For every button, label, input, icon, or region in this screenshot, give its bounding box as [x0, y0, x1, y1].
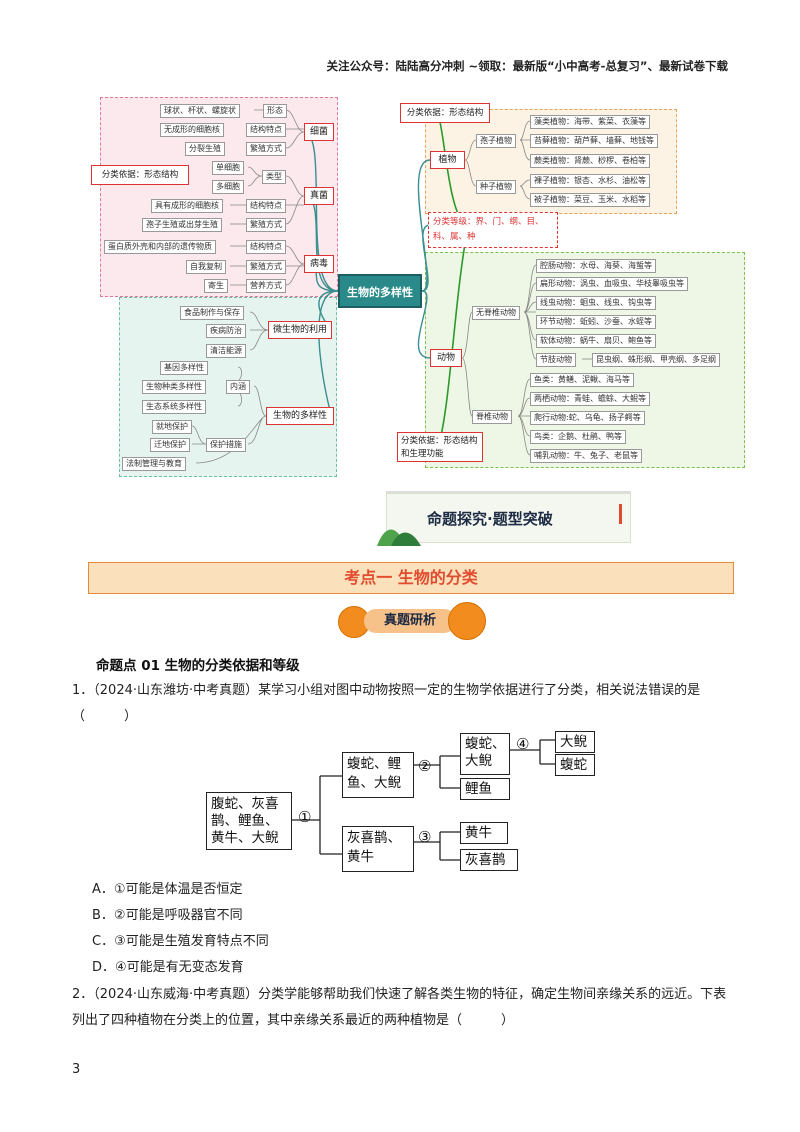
zhenti-badge: 真题研析	[338, 602, 486, 640]
arthropod-sub: 昆虫纲、蛛形纲、甲壳纲、多足纲	[592, 353, 720, 367]
vert-item-5: 哺乳动物：牛、兔子、老鼠等	[530, 449, 642, 463]
animal-basis: 分类依据：形态结构和生理功能	[397, 432, 483, 462]
orange-icon	[448, 602, 486, 640]
fungi-item-1-key: 结构特点	[246, 199, 286, 213]
option-c: C．③可能是生殖发育特点不同	[92, 934, 269, 949]
virus-node: 病毒	[304, 255, 334, 273]
law-item: 法制管理与教育	[122, 457, 186, 471]
hill-icon	[377, 529, 421, 546]
microbe-basis: 分类依据：形态结构	[91, 165, 189, 185]
kaodian-title: 考点一 生物的分类	[88, 562, 734, 594]
bacteria-item-1-key: 形态	[263, 104, 287, 118]
mind-map: 分类依据：形态结构 球状、杆状、螺旋状 形态 无成形的细胞核 结构特点 分裂生殖…	[0, 0, 800, 480]
tree-root: 腹蛇、灰喜 鹊、鲤鱼、 黄牛、大鲵	[206, 792, 292, 850]
tree-node-a2: 鲤鱼	[460, 778, 510, 800]
arthropod-node: 节肢动物	[536, 353, 576, 367]
fungi-item-2: 孢子生殖或出芽生殖	[142, 218, 222, 232]
option-a: A．①可能是体温是否恒定	[92, 882, 243, 897]
zhenti-label: 真题研析	[364, 609, 456, 633]
fungi-item-2-key: 繁殖方式	[246, 218, 286, 232]
fungi-type-key: 类型	[262, 170, 286, 184]
diversity-content-3: 生态系统多样性	[142, 400, 206, 414]
tree-connectors	[290, 739, 555, 861]
tree-node-b2: 灰喜鹊	[460, 849, 518, 871]
diversity-content-key: 内涵	[226, 380, 250, 394]
section-banner: 命题探究·题型突破	[377, 493, 631, 546]
seed-item-2: 被子植物：菜豆、玉米、水稻等	[530, 193, 650, 207]
spore-item-2: 苔藓植物：葫芦藓、墙藓、地钱等	[530, 134, 658, 148]
tree-node-b1: 黄牛	[460, 822, 508, 844]
protect-item-2: 迁地保护	[150, 438, 190, 452]
rank-node: 分类等级：界、门、纲、目、科、属、种	[428, 212, 558, 248]
seed-plant: 种子植物	[476, 180, 516, 194]
invert-item-4: 环节动物：蚯蚓、沙蚕、水蛭等	[536, 315, 656, 329]
tree-node-a: 蝮蛇、鲤 鱼、大鲵	[342, 752, 414, 798]
diversity-node: 生物的多样性	[266, 407, 334, 425]
tree-node-a12: 蝮蛇	[555, 754, 595, 776]
virus-item-2: 自我复制	[186, 260, 226, 274]
plant-node: 植物	[430, 151, 465, 169]
virus-item-3: 寄生	[204, 279, 228, 293]
diversity-content-1: 基因多样性	[160, 361, 208, 375]
vert-item-3: 爬行动物:蛇、乌龟、扬子鳄等	[530, 411, 645, 425]
topic-heading: 命题点 01 生物的分类依据和等级	[96, 658, 300, 674]
tree-marker-1: ①	[298, 808, 312, 826]
divider-line	[386, 491, 631, 493]
vert-item-2: 两栖动物：青蛙、蟾蜍、大鲵等	[530, 392, 650, 406]
animal-node: 动物	[430, 349, 462, 367]
tree-marker-3: ③	[418, 828, 432, 846]
option-b: B．②可能是呼吸器官不同	[92, 908, 243, 923]
protect-item-1: 就地保护	[152, 420, 192, 434]
invert-item-3: 线虫动物：蛔虫、线虫、钩虫等	[536, 296, 656, 310]
fungi-node: 真菌	[304, 187, 334, 205]
spore-item-1: 藻类植物：海带、紫菜、衣藻等	[530, 115, 650, 129]
invertebrate-node: 无脊椎动物	[472, 306, 520, 320]
option-d: D．④可能是有无变态发育	[92, 960, 244, 975]
center-node: 生物的多样性	[338, 274, 422, 308]
virus-item-2-key: 繁殖方式	[246, 260, 286, 274]
vert-item-4: 鸟类：企鹅、杜鹃、鸭等	[530, 430, 626, 444]
fungi-type-1: 单细胞	[212, 161, 244, 175]
virus-item-1-key: 结构特点	[246, 240, 286, 254]
use-item-1: 食品制作与保存	[180, 306, 244, 320]
invert-item-2: 扁形动物：涡虫、血吸虫、华枝睾吸虫等	[536, 277, 688, 291]
seed-item-1: 裸子植物：银杏、水杉、油松等	[530, 174, 650, 188]
bacteria-node: 细菌	[304, 123, 334, 141]
tree-node-b: 灰喜鹊、 黄牛	[342, 826, 414, 872]
tree-marker-2: ②	[418, 757, 432, 775]
banner-mark	[619, 504, 622, 524]
fungi-type-2: 多细胞	[212, 180, 244, 194]
protect-key: 保护措施	[206, 438, 246, 452]
page-number: 3	[72, 1062, 81, 1077]
vertebrate-node: 脊椎动物	[472, 410, 512, 424]
vert-item-1: 鱼类：黄鳝、泥鳅、海马等	[530, 373, 634, 387]
bacteria-item-2-key: 结构特点	[246, 123, 286, 137]
spore-item-3: 蕨类植物：肾蕨、桫椤、卷柏等	[530, 154, 650, 168]
plant-basis: 分类依据：形态结构	[400, 103, 490, 123]
page-header: 关注公众号：陆陆高分冲刺 ~领取：最新版“小中高考-总复习”、最新试卷下载	[326, 59, 728, 73]
question-2-stem: 2．（2024·山东威海·中考真题）分类学能够帮助我们快速了解各类生物的特征，确…	[72, 987, 727, 1028]
bacteria-item-3-key: 繁殖方式	[246, 142, 286, 156]
bacteria-item-3: 分裂生殖	[185, 142, 225, 156]
fungi-item-1: 具有成形的细胞核	[151, 199, 223, 213]
question-1-stem: 1．（2024·山东潍坊·中考真题）某学习小组对图中动物按照一定的生物学依据进行…	[72, 683, 701, 724]
spore-plant: 孢子植物	[476, 134, 516, 148]
diversity-content-2: 生物种类多样性	[142, 380, 206, 394]
virus-item-1: 蛋白质外壳和内部的遗传物质	[104, 240, 216, 254]
banner-title: 命题探究·题型突破	[427, 510, 553, 528]
virus-item-3-key: 营养方式	[246, 279, 286, 293]
bacteria-item-2: 无成形的细胞核	[160, 123, 224, 137]
tree-node-a11: 大鲵	[555, 731, 595, 753]
use-node: 微生物的利用	[268, 321, 332, 339]
tree-marker-4: ④	[516, 735, 530, 753]
use-item-2: 疾病防治	[206, 324, 246, 338]
invert-item-5: 软体动物：蜗牛、扇贝、鲍鱼等	[536, 334, 656, 348]
invert-item-1: 腔肠动物：水母、海葵、海蜇等	[536, 259, 656, 273]
bacteria-item-1: 球状、杆状、螺旋状	[160, 104, 240, 118]
tree-node-a1: 蝮蛇、 大鲵	[460, 733, 510, 775]
use-item-3: 清洁能源	[206, 344, 246, 358]
